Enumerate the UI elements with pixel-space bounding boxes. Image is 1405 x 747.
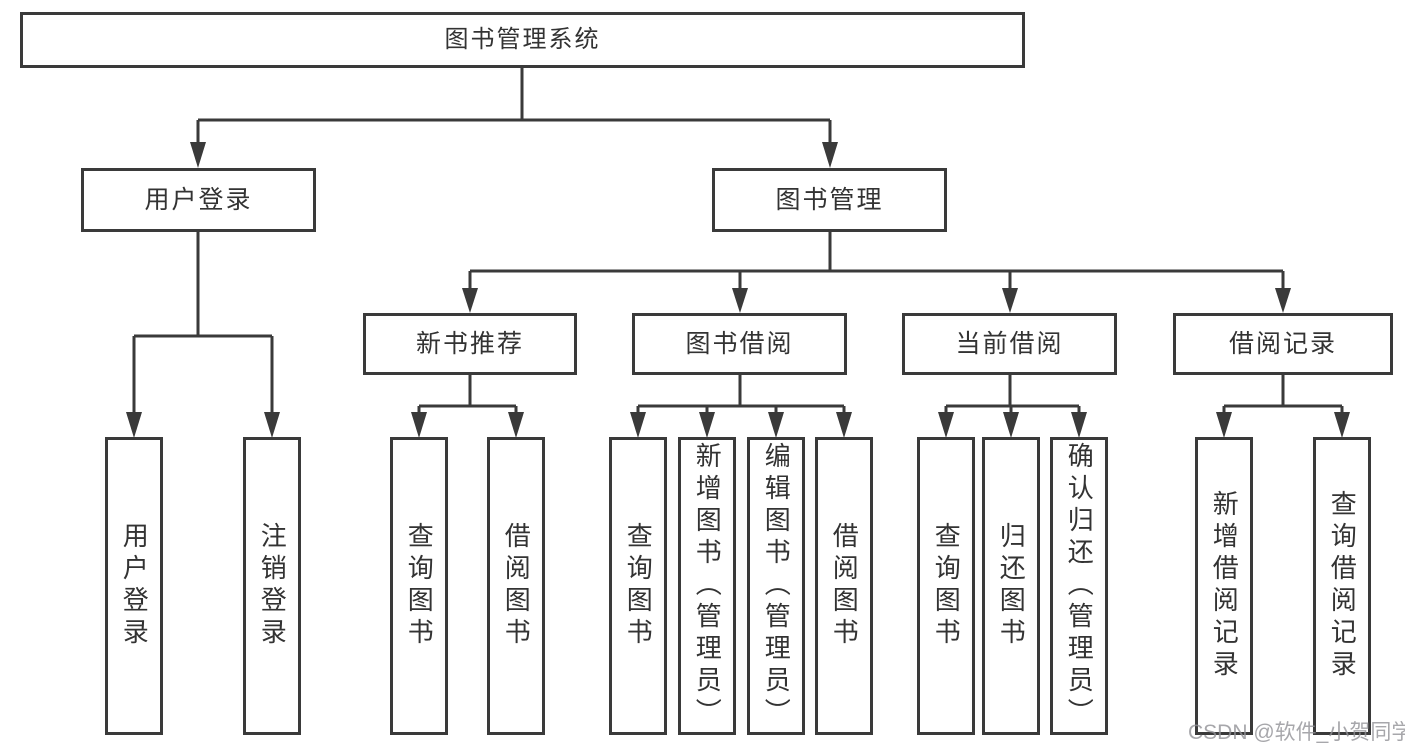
leaf-return-books-label: 归还图书 bbox=[996, 522, 1027, 650]
leaf-logout: 注销登录 bbox=[243, 437, 301, 735]
leaf-edit-books-admin-label: 编辑图书（管理员） bbox=[761, 442, 792, 730]
leaf-query-borrow-record: 查询借阅记录 bbox=[1313, 437, 1371, 735]
leaf-query-books-2-label: 查询图书 bbox=[623, 522, 654, 650]
node-book-borrow: 图书借阅 bbox=[632, 313, 847, 375]
leaf-add-borrow-record-label: 新增借阅记录 bbox=[1209, 490, 1240, 682]
arrowheads bbox=[126, 142, 1350, 438]
leaf-borrow-books-1: 借阅图书 bbox=[487, 437, 545, 735]
node-book-management: 图书管理 bbox=[712, 168, 947, 232]
node-user-login: 用户登录 bbox=[81, 168, 316, 232]
leaf-query-borrow-record-label: 查询借阅记录 bbox=[1327, 490, 1358, 682]
leaf-confirm-return-admin-label: 确认归还（管理员） bbox=[1064, 442, 1095, 730]
leaf-add-borrow-record: 新增借阅记录 bbox=[1195, 437, 1253, 735]
leaf-borrow-books-2-label: 借阅图书 bbox=[829, 522, 860, 650]
leaf-query-books-1-label: 查询图书 bbox=[404, 522, 435, 650]
leaf-edit-books-admin: 编辑图书（管理员） bbox=[747, 437, 805, 735]
node-borrow-records: 借阅记录 bbox=[1173, 313, 1393, 375]
leaf-query-books-1: 查询图书 bbox=[390, 437, 448, 735]
node-current-borrow: 当前借阅 bbox=[902, 313, 1117, 375]
leaf-add-books-admin: 新增图书（管理员） bbox=[678, 437, 736, 735]
node-root: 图书管理系统 bbox=[20, 12, 1025, 68]
leaf-query-books-3: 查询图书 bbox=[917, 437, 975, 735]
leaf-add-books-admin-label: 新增图书（管理员） bbox=[692, 442, 723, 730]
csdn-watermark: CSDN @软件_小贺同学 bbox=[1188, 721, 1405, 744]
leaf-borrow-books-2: 借阅图书 bbox=[815, 437, 873, 735]
leaf-return-books: 归还图书 bbox=[982, 437, 1040, 735]
leaf-confirm-return-admin: 确认归还（管理员） bbox=[1050, 437, 1108, 735]
leaf-borrow-books-1-label: 借阅图书 bbox=[501, 522, 532, 650]
node-new-book-recommend: 新书推荐 bbox=[363, 313, 577, 375]
leaf-user-login: 用户登录 bbox=[105, 437, 163, 735]
leaf-query-books-3-label: 查询图书 bbox=[931, 522, 962, 650]
leaf-query-books-2: 查询图书 bbox=[609, 437, 667, 735]
leaf-user-login-label: 用户登录 bbox=[119, 522, 150, 650]
leaf-logout-label: 注销登录 bbox=[257, 522, 288, 650]
connector-paths bbox=[132, 68, 1344, 414]
